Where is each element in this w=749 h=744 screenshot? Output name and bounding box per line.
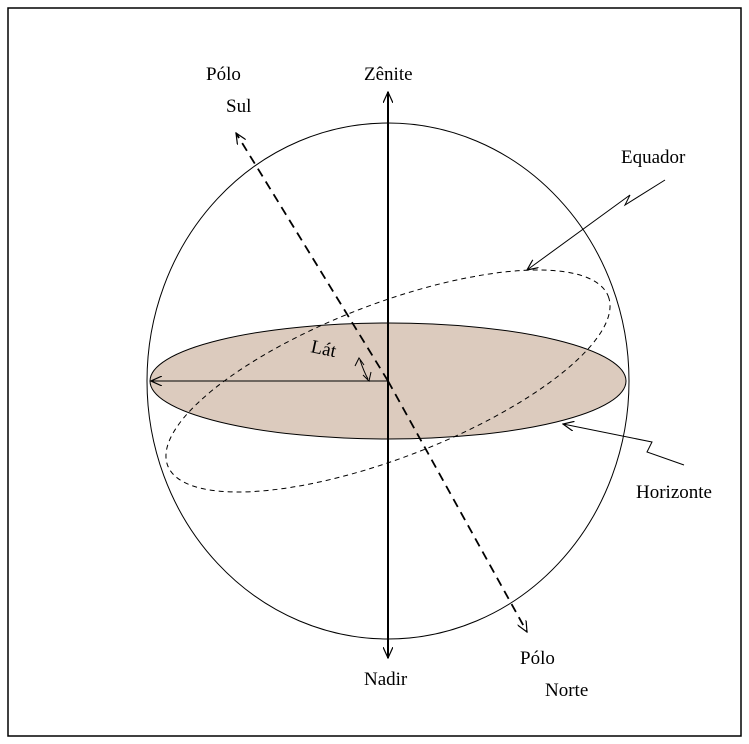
- north-pole-axis: [387, 380, 528, 632]
- south-pole-axis: [235, 133, 389, 382]
- south-pole-label-line2: Sul: [226, 96, 251, 117]
- equator-circle: [165, 269, 611, 493]
- north-pole-label-line2: Norte: [545, 680, 588, 701]
- horizon-pointer: [563, 424, 685, 466]
- equator-label: Equador: [621, 147, 686, 168]
- latitude-angle-arc: [359, 359, 369, 380]
- horizon-label: Horizonte: [636, 482, 712, 503]
- equator-pointer: [527, 179, 666, 270]
- north-pole-label-line1: Pólo: [520, 648, 555, 669]
- diagram-frame: [7, 7, 742, 737]
- latitude-angle-arrowhead: [354, 357, 365, 367]
- zenith-label: Zênite: [364, 64, 413, 85]
- south-pole-label-line1: Pólo: [206, 64, 241, 85]
- nadir-label: Nadir: [364, 669, 408, 690]
- latitude-angle-arrowhead-base: [362, 371, 372, 382]
